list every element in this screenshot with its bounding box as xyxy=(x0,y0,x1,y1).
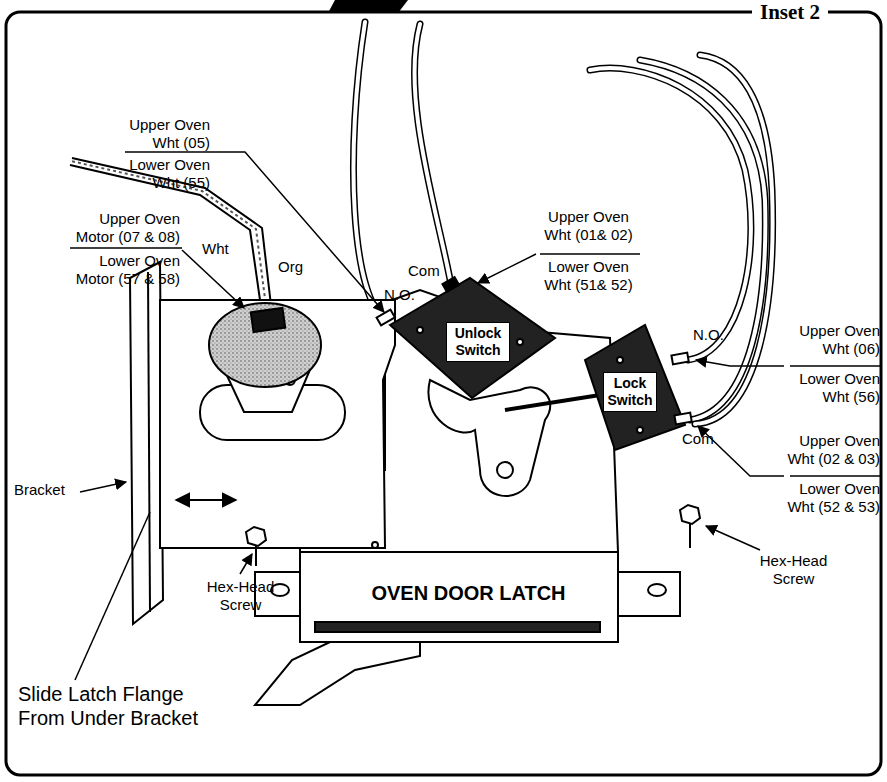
callout-label: N.O. xyxy=(384,286,415,304)
switch-bodies xyxy=(671,353,688,365)
callout-label: Bracket xyxy=(14,481,65,499)
callout-label: Upper Oven Wht (02 & 03) xyxy=(776,432,880,468)
leader-lines xyxy=(478,254,536,283)
leader-lines xyxy=(212,152,384,312)
callout-label: N.O. xyxy=(693,326,724,344)
leader-lines xyxy=(696,360,784,366)
switch-bodies xyxy=(417,327,423,333)
latch-cam xyxy=(497,462,513,478)
switch-bodies xyxy=(674,413,691,425)
bracket xyxy=(130,262,163,624)
callout-label: Lower Oven Wht (51& 52) xyxy=(536,258,641,294)
latch-body xyxy=(255,642,420,705)
switch-bodies xyxy=(637,427,643,433)
hex-screws xyxy=(680,505,700,524)
callout-label: Lower Oven Wht (55) xyxy=(110,156,210,192)
motor xyxy=(209,303,321,412)
leader-lines xyxy=(70,247,182,249)
callout-label: Wht xyxy=(202,240,229,258)
callout-label: Com xyxy=(682,430,714,448)
leader-lines xyxy=(176,499,236,501)
leader-lines xyxy=(706,526,760,550)
switch-label: Lock Switch xyxy=(603,372,657,412)
motor xyxy=(251,308,285,332)
leader-lines xyxy=(790,365,880,367)
switch-wires xyxy=(414,24,452,290)
callout-label: Com xyxy=(408,262,440,280)
switch-bodies xyxy=(517,339,523,345)
callout-label: Lower Oven Wht (56) xyxy=(776,370,880,406)
motor-plate xyxy=(372,542,378,548)
leader-lines xyxy=(790,475,880,477)
inset-title: Inset 2 xyxy=(752,0,828,24)
motor xyxy=(209,303,321,387)
leader-lines xyxy=(182,250,244,308)
hex-screws xyxy=(689,524,691,548)
latch-name: OVEN DOOR LATCH xyxy=(368,580,569,607)
switch-wires xyxy=(695,55,773,424)
latch-cam xyxy=(505,395,600,410)
bracket xyxy=(130,262,163,624)
leader-lines xyxy=(70,152,880,680)
latch-body xyxy=(315,622,600,632)
callout-label: Org xyxy=(278,258,303,276)
callout-label: Upper Oven Wht (05) xyxy=(110,116,210,152)
hex-screws xyxy=(255,546,257,566)
callout-label: Upper Oven Wht (01& 02) xyxy=(536,208,641,244)
latch-body xyxy=(615,572,680,616)
switch-wires xyxy=(695,55,773,424)
callout-label: Lower Oven Motor (57 & 58) xyxy=(62,252,180,288)
latch-body xyxy=(255,552,680,705)
switch-wires xyxy=(414,24,452,290)
callout-label: Upper Oven Motor (07 & 08) xyxy=(62,210,180,246)
switch-label: Unlock Switch xyxy=(446,322,510,362)
frame xyxy=(6,0,881,775)
leader-lines xyxy=(75,512,150,680)
latch-cam xyxy=(428,380,600,496)
motor-plate xyxy=(160,300,395,548)
callout-label: Slide Latch Flange From Under Bracket xyxy=(18,682,233,730)
switch-wires xyxy=(353,22,388,322)
frame xyxy=(328,0,408,13)
switch-wires xyxy=(353,22,388,322)
leader-lines xyxy=(240,554,252,574)
motor-plate xyxy=(160,300,395,548)
leader-lines xyxy=(540,253,640,255)
frame xyxy=(6,12,881,775)
hex-screws xyxy=(246,505,700,566)
hex-screws xyxy=(246,527,266,546)
callout-label: Hex-Head Screw xyxy=(756,552,831,588)
node-text: Lock Switch xyxy=(606,375,654,409)
latch-cam xyxy=(428,380,550,496)
switch-bodies xyxy=(377,277,692,450)
switch-bodies xyxy=(377,310,395,326)
latch-body xyxy=(648,584,666,596)
callout-label: Lower Oven Wht (52 & 53) xyxy=(776,480,880,516)
callout-label: Upper Oven Wht (06) xyxy=(776,322,880,358)
callout-label: Hex-Head Screw xyxy=(203,578,278,614)
switch-bodies xyxy=(617,357,623,363)
bracket xyxy=(148,272,150,612)
node-text: OVEN DOOR LATCH xyxy=(370,582,567,605)
leader-lines xyxy=(125,151,212,153)
latch-body xyxy=(300,552,618,642)
node-text: Unlock Switch xyxy=(449,325,507,359)
leader-lines xyxy=(80,482,126,492)
switch-bodies xyxy=(442,277,459,292)
switch-bodies xyxy=(585,325,685,450)
